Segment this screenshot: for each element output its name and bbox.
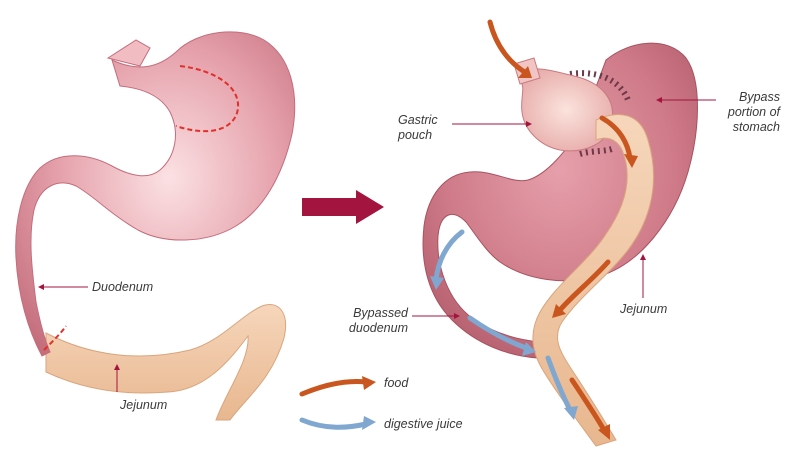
juice-legend-arrow-head bbox=[362, 416, 376, 430]
juice-arrow-3-head bbox=[564, 406, 578, 420]
duodenum-label: Duodenum bbox=[92, 280, 154, 294]
right-arrow-icon bbox=[302, 190, 384, 224]
staple-line-bottom bbox=[579, 145, 616, 157]
juice-arrow-2-head bbox=[522, 342, 536, 356]
food-arrow-2 bbox=[599, 115, 633, 161]
bypassed-duodenum-label-line2: duodenum bbox=[348, 321, 408, 335]
normal-anatomy bbox=[15, 31, 296, 421]
bypass-label-line3: stomach bbox=[732, 120, 780, 134]
juice-arrow-3 bbox=[545, 355, 573, 413]
food-arrow-4 bbox=[569, 377, 607, 433]
esophagus-normal bbox=[106, 39, 151, 67]
jejunum-normal-pointer-head bbox=[114, 364, 120, 370]
bypass-label-line2: portion of bbox=[727, 105, 780, 119]
gastric-pouch bbox=[519, 68, 614, 152]
bypass-anatomy bbox=[412, 19, 716, 447]
bypassed-duodenum-pointer-head bbox=[454, 313, 460, 319]
food-arrow-3-head bbox=[552, 304, 566, 318]
food-arrow-1-head bbox=[518, 66, 532, 78]
curved-arrow-icon bbox=[299, 417, 369, 430]
food-arrow-2-head bbox=[624, 154, 638, 168]
legend-food-label: food bbox=[384, 376, 409, 390]
gastric-pouch-pointer-head bbox=[526, 121, 532, 127]
curved-arrow-icon bbox=[299, 379, 369, 397]
bypass-label-line1: Bypass bbox=[739, 90, 780, 104]
food-arrow-1 bbox=[487, 19, 531, 77]
jejunum-bypass-label: Jejunum bbox=[620, 302, 668, 316]
bypassed-duodenum-label-line1: Bypassed bbox=[353, 306, 408, 320]
cut-line-stomach bbox=[175, 65, 240, 133]
gastric-pouch-label-line2: pouch bbox=[398, 128, 433, 142]
legend-digestive-juice-label: digestive juice bbox=[384, 417, 463, 431]
staple-line-top bbox=[569, 70, 631, 102]
duodenum-pointer-head bbox=[38, 284, 44, 290]
gastric-pouch-label-line1: Gastric bbox=[398, 113, 438, 127]
jejunum-normal-label: Jejunum bbox=[120, 398, 168, 412]
juice-arrow-1-head bbox=[430, 276, 444, 290]
stomach-normal bbox=[15, 31, 296, 357]
cut-line-duodenum bbox=[43, 325, 67, 351]
food-legend-arrow-head bbox=[362, 376, 376, 390]
jejunum-bypass-pointer-head bbox=[640, 254, 646, 260]
juice-arrow-1 bbox=[433, 229, 465, 283]
food-arrow-4-head bbox=[598, 424, 610, 440]
food-arrow-3 bbox=[557, 259, 611, 313]
bypass-pointer-head bbox=[656, 97, 662, 103]
jejunum-normal bbox=[45, 304, 286, 421]
legend bbox=[299, 376, 376, 430]
juice-arrow-2 bbox=[467, 315, 529, 351]
